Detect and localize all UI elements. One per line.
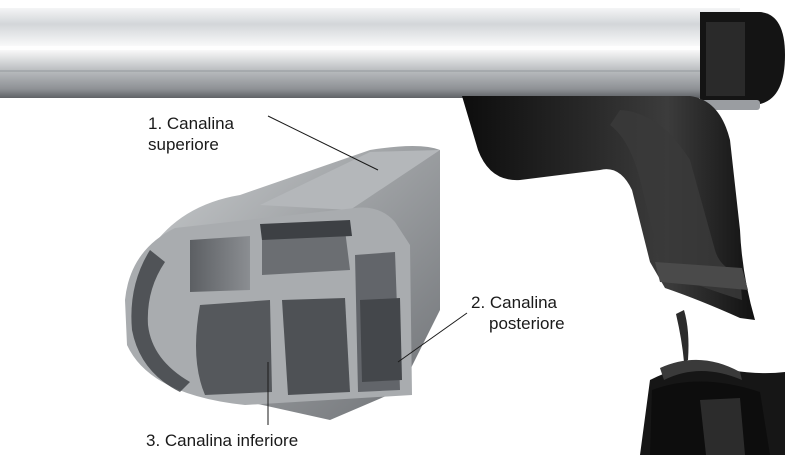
callout-rear-line2: posteriore xyxy=(489,314,565,333)
callout-rear-channel: 2. Canalina posteriore xyxy=(471,292,565,334)
clamp-lower-part xyxy=(640,310,785,455)
roof-bar-foot xyxy=(462,96,755,320)
roof-bar xyxy=(0,8,785,110)
callout-rear-line1: 2. Canalina xyxy=(471,293,558,312)
callout-top-line2: superiore xyxy=(148,135,219,154)
callout-top-line1: 1. Canalina xyxy=(148,114,235,133)
bar-cross-section xyxy=(125,146,440,420)
callout-bottom-channel: 3. Canalina inferiore xyxy=(146,430,298,451)
callout-bottom-line1: 3. Canalina inferiore xyxy=(146,431,299,450)
callout-top-channel: 1. Canalina superiore xyxy=(148,113,234,155)
callout-lines xyxy=(267,115,468,425)
